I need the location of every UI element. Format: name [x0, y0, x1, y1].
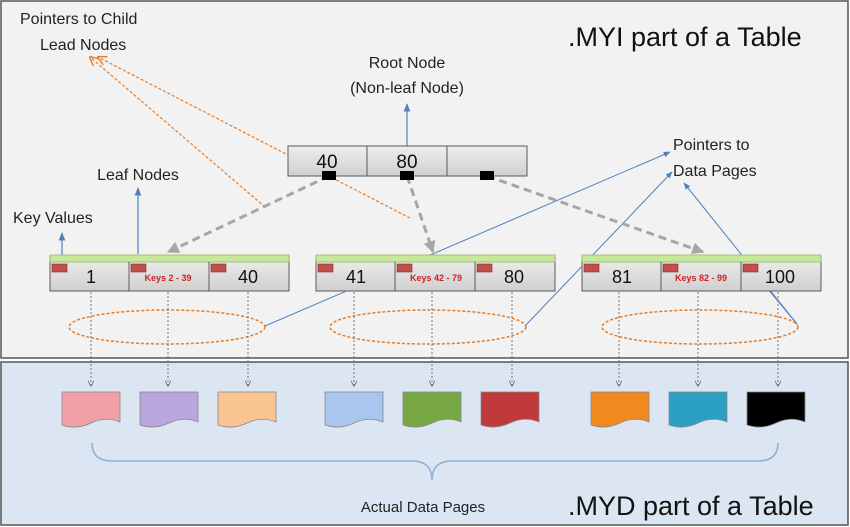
leaf-node-3: 81 Keys 82 - 99 100: [581, 254, 822, 292]
leaf-1-first-key: 1: [86, 267, 96, 287]
data-pointer-line-1: [264, 151, 671, 327]
leaf-pointer-2b: [396, 263, 413, 273]
child-pointer-line-2: [98, 57, 411, 219]
leaf-pointer-3b: [662, 263, 679, 273]
myi-title: .MYI part of a Table: [568, 22, 802, 52]
data-page-green: [402, 391, 462, 428]
leaf-2-last-key: 80: [504, 267, 524, 287]
pointers-data-label-line2: Data Pages: [673, 163, 757, 180]
myd-panel: [0, 361, 849, 526]
leaf-pointer-1c: [210, 263, 227, 273]
data-pages-brace: [91, 442, 779, 481]
root-pointer-1: [322, 171, 336, 180]
leaf-1-middle-keys: Keys 2 - 39: [144, 273, 191, 283]
pointers-data-label-line1: Pointers to: [673, 137, 750, 154]
root-to-leaf1-arrow: [166, 174, 330, 254]
pointer-group-ellipse-2: [329, 309, 527, 345]
pointer-group-ellipse-3: [601, 309, 799, 345]
root-key-1: 40: [316, 152, 337, 173]
root-node-label-line2: (Non-leaf Node): [350, 80, 464, 97]
data-page-peach: [217, 391, 277, 428]
leaf-2-middle-keys: Keys 42 - 79: [410, 273, 462, 283]
root-pointer-2: [400, 171, 414, 180]
leaf-pointer-2a: [317, 263, 334, 273]
root-node: 40 80: [287, 145, 528, 180]
leaf-3-first-key: 81: [612, 267, 632, 287]
leaf-pointer-1a: [51, 263, 68, 273]
root-to-leaf2-arrow: [405, 175, 436, 254]
data-pages: [61, 391, 806, 428]
leaf-pointer-2c: [476, 263, 493, 273]
leaf-2-first-key: 41: [346, 267, 366, 287]
root-key-2: 80: [396, 152, 417, 173]
pointers-child-label-line1: Pointers to Child: [20, 11, 137, 28]
myd-title: .MYD part of a Table: [568, 491, 814, 521]
myi-panel: [0, 0, 849, 359]
data-page-pink: [61, 391, 121, 428]
data-page-teal: [668, 391, 728, 428]
pointer-group-ellipse-1: [68, 309, 266, 345]
actual-data-pages-label: Actual Data Pages: [361, 499, 485, 516]
pointers-child-label-line2: Lead Nodes: [40, 37, 126, 54]
leaf-nodes-label: Leaf Nodes: [97, 167, 179, 184]
data-page-orange: [590, 391, 650, 428]
child-pointer-line-1: [90, 57, 266, 208]
data-page-lightblue: [324, 391, 384, 428]
leaf-1-last-key: 40: [238, 267, 258, 287]
leaf-node-2: 41 Keys 42 - 79 80: [315, 254, 556, 292]
data-page-red: [480, 391, 540, 428]
leaf-3-middle-keys: Keys 82 - 99: [675, 273, 727, 283]
leaf-3-last-key: 100: [765, 267, 795, 287]
leaf-node-1: 1 Keys 2 - 39 40: [49, 254, 290, 292]
data-page-black: [746, 391, 806, 428]
key-values-label: Key Values: [13, 210, 93, 227]
leaf-pointer-3c: [742, 263, 759, 273]
leaf-pointer-3a: [583, 263, 600, 273]
data-page-lavender: [139, 391, 199, 428]
data-pointer-line-2: [524, 171, 673, 327]
root-pointer-3: [480, 171, 494, 180]
root-node-label-line1: Root Node: [369, 55, 446, 72]
leaf-pointer-1b: [130, 263, 147, 273]
